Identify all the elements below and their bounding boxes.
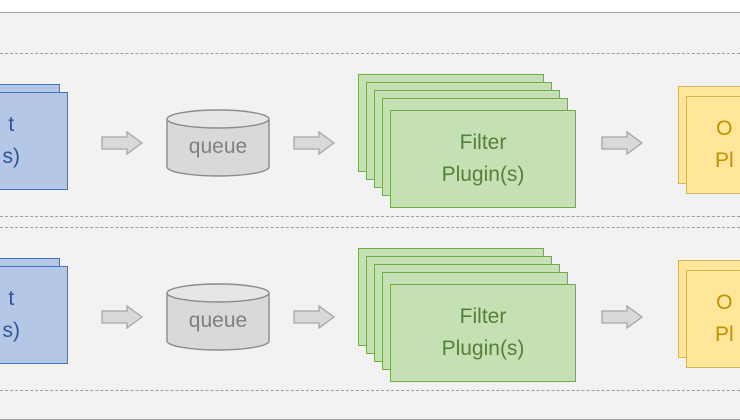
flow-arrow-icon — [101, 304, 144, 330]
input-plugin-label: t s) — [2, 113, 21, 168]
output-plugin-box — [686, 270, 740, 368]
output-plugin-box — [686, 96, 740, 194]
output-plugin-label: O Pl — [715, 117, 734, 172]
filter-plugin-box — [390, 284, 576, 382]
queue-cylinder-icon — [166, 283, 270, 351]
filter-plugin-label: Filter Plugin(s) — [441, 305, 525, 360]
flow-arrow-icon — [601, 130, 644, 156]
flow-arrow-icon — [601, 304, 644, 330]
flow-arrow-icon — [293, 304, 336, 330]
input-plugin-label: t s) — [2, 287, 21, 342]
queue-label: queue — [188, 135, 248, 158]
output-plugin-label: O Pl — [715, 291, 734, 346]
queue-cylinder-icon — [166, 109, 270, 177]
input-plugin-box — [0, 92, 68, 190]
flow-arrow-icon — [293, 130, 336, 156]
flow-arrow-icon — [101, 130, 144, 156]
filter-plugin-label: Filter Plugin(s) — [441, 131, 525, 186]
queue-label: queue — [188, 309, 248, 332]
input-plugin-box — [0, 266, 68, 364]
filter-plugin-box — [390, 110, 576, 208]
